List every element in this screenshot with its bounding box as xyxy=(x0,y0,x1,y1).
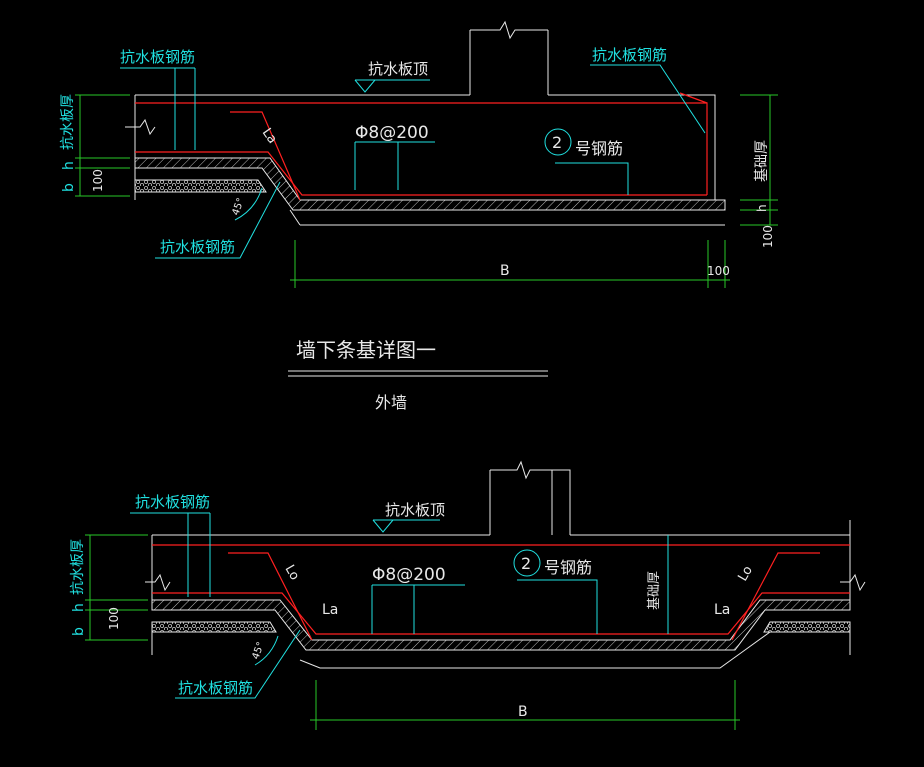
bottom-leader-slab-top xyxy=(372,519,440,533)
top-label-100-bottom: 100 xyxy=(707,264,730,278)
bottom-break-left xyxy=(145,573,171,592)
bottom-label-h: h xyxy=(71,603,87,612)
title-block: 墙下条基详图一 外墙 xyxy=(288,338,548,412)
bottom-label-foundation-thickness: 基础厚 xyxy=(647,571,662,610)
top-label-h: h xyxy=(61,161,77,170)
top-label-bottom-rebar: 抗水板钢筋 xyxy=(160,238,235,256)
top-label-rebar-no: 2 xyxy=(552,133,562,152)
bottom-rebar-la-left xyxy=(228,552,313,641)
top-leader-bottom-rebar xyxy=(155,181,281,259)
top-leader-rebar xyxy=(120,67,196,150)
bottom-label-slab-thickness: 抗水板厚 xyxy=(70,539,86,595)
bottom-angle-arc xyxy=(254,635,279,666)
bottom-foundation-outline xyxy=(151,520,851,600)
bottom-wall-outline xyxy=(489,460,571,535)
top-dim-right xyxy=(740,94,778,226)
bottom-leader-bottom-rebar xyxy=(175,629,301,699)
top-gravel-layer xyxy=(134,179,267,193)
top-label-100-left: 100 xyxy=(91,169,105,192)
bottom-label-rebar-suffix: 号钢筋 xyxy=(544,558,592,577)
top-label-rebar-suffix: 号钢筋 xyxy=(575,139,623,158)
bottom-label-B: B xyxy=(518,704,528,720)
top-rebar-bottom xyxy=(135,151,707,196)
top-rebar-corner xyxy=(679,92,708,104)
bottom-rebar-circle xyxy=(513,549,541,577)
top-wall-outline xyxy=(469,20,549,95)
bottom-break-right xyxy=(840,573,866,592)
top-lower-edge xyxy=(134,168,725,226)
bottom-label-bottom-rebar: 抗水板钢筋 xyxy=(178,679,253,697)
bottom-gravel-left xyxy=(151,621,277,633)
bottom-detail: 抗水板钢筋 抗水板顶 Φ8@200 2 号钢筋 Lo La Lo La 基础厚 … xyxy=(70,460,866,730)
top-rebar-circle xyxy=(544,128,572,156)
top-angle-arc xyxy=(234,187,263,221)
top-leader-spacing xyxy=(354,141,435,190)
top-detail: 抗水板钢筋 抗水板顶 抗水板钢筋 Φ8@200 2 号钢筋 La 抗水板厚 h … xyxy=(60,20,778,288)
top-label-la: La xyxy=(259,126,280,147)
bottom-dim-bottom xyxy=(310,680,740,730)
top-label-h-right: h xyxy=(755,204,769,212)
bottom-label-b: b xyxy=(71,627,87,636)
top-slab-layer xyxy=(134,157,726,211)
bottom-leader-rebar-no xyxy=(517,579,598,634)
top-label-spacing: Φ8@200 xyxy=(355,123,429,143)
top-leader-slab-top xyxy=(354,79,430,93)
top-label-slab-thickness: 抗水板厚 xyxy=(60,94,76,150)
bottom-dim-left xyxy=(85,534,148,641)
bottom-leader-spacing xyxy=(371,584,465,634)
bottom-gravel-right xyxy=(763,621,851,633)
bottom-label-lo-right: Lo xyxy=(735,563,755,584)
top-dim-left xyxy=(75,94,130,197)
bottom-rebar-la-right xyxy=(731,552,820,641)
bottom-label-rebar-no: 2 xyxy=(521,554,531,573)
bottom-label-spacing: Φ8@200 xyxy=(372,565,446,585)
bottom-lower-edge xyxy=(151,631,851,669)
bottom-rebar-bottom xyxy=(152,592,850,635)
bottom-label-la-right: La xyxy=(714,602,730,618)
top-label-b: b xyxy=(61,183,77,192)
top-rebar-la xyxy=(230,111,301,201)
bottom-label-lo-left: Lo xyxy=(282,563,302,584)
drawing-subtitle: 外墙 xyxy=(375,393,407,412)
top-dim-bottom xyxy=(290,240,730,288)
top-leader-rebar-no xyxy=(555,162,629,195)
top-label-foundation-thickness: 基础厚 xyxy=(753,140,770,182)
bottom-leader-rebar xyxy=(130,512,211,597)
drawing-title: 墙下条基详图一 xyxy=(296,338,436,362)
bottom-label-100-left: 100 xyxy=(107,607,121,630)
top-break-mark xyxy=(125,118,156,136)
top-label-B: B xyxy=(500,263,510,279)
top-label-rebar: 抗水板钢筋 xyxy=(120,48,195,66)
bottom-label-la-left: La xyxy=(322,602,338,618)
top-label-right-rebar: 抗水板钢筋 xyxy=(592,46,667,64)
bottom-label-slab-top: 抗水板顶 xyxy=(385,501,445,519)
top-label-slab-top: 抗水板顶 xyxy=(368,60,428,78)
top-label-100-right: 100 xyxy=(761,225,775,248)
top-leader-right-rebar xyxy=(590,64,706,134)
bottom-label-rebar: 抗水板钢筋 xyxy=(135,493,210,511)
